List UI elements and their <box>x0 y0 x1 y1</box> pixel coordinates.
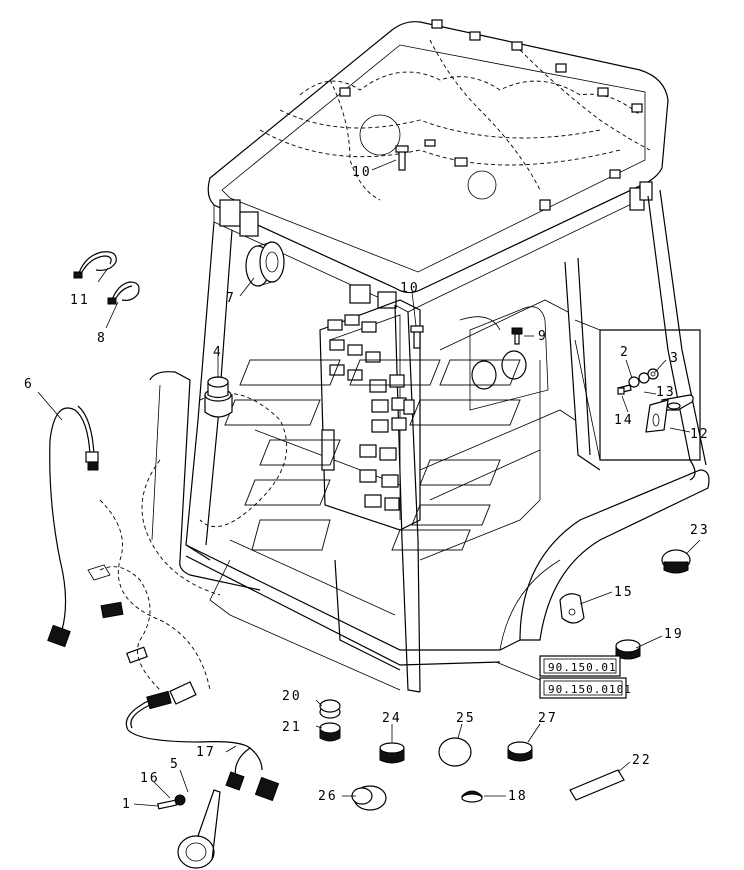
callout-10-mid: 10 <box>400 281 420 296</box>
part-15-clip <box>559 593 585 624</box>
callout-11: 11 <box>70 293 90 308</box>
part-10-screw-top <box>395 145 409 171</box>
callout-10-top: 10 <box>352 165 372 180</box>
callout-15: 15 <box>614 585 634 600</box>
callout-17: 17 <box>196 745 216 760</box>
detail-inset <box>574 319 701 461</box>
part-8-wire-loop <box>107 281 140 305</box>
callout-labels: 1 2 3 4 5 6 7 8 9 10 10 11 12 13 14 15 1… <box>24 165 710 812</box>
callout-4: 4 <box>213 345 223 360</box>
part-horn-assembly <box>157 789 221 869</box>
fuse-relay-panel <box>319 299 549 531</box>
callout-12: 12 <box>690 427 710 442</box>
callout-8: 8 <box>97 331 107 346</box>
callout-5: 5 <box>170 757 180 772</box>
cab-roof <box>207 19 669 313</box>
callout-13: 13 <box>656 385 676 400</box>
callout-1: 1 <box>122 797 132 812</box>
part-18-cap <box>460 790 484 803</box>
callout-14: 14 <box>614 413 634 428</box>
callout-25: 25 <box>456 711 476 726</box>
harness-connectors-left <box>87 564 197 705</box>
part-25-cap <box>438 737 472 767</box>
callout-26: 26 <box>318 789 338 804</box>
part-11-wire-loop <box>73 251 117 279</box>
reference-90-150-01: 90.150.01 <box>548 661 617 674</box>
part-9-screw <box>511 327 523 345</box>
part-17-cable <box>125 690 280 802</box>
callout-3: 3 <box>670 351 680 366</box>
part-7-grommet <box>245 241 285 287</box>
logo-watermark <box>224 359 521 551</box>
callout-24: 24 <box>382 711 402 726</box>
callout-7: 7 <box>226 291 236 306</box>
callout-22: 22 <box>632 753 652 768</box>
callout-6: 6 <box>24 377 34 392</box>
cab-frame <box>99 189 710 693</box>
part-20-grommet <box>319 699 341 719</box>
callout-23: 23 <box>690 523 710 538</box>
part-6-harness-cable <box>47 405 99 648</box>
part-22-strip <box>569 769 625 801</box>
reference-90-150-0101: 90.150.0101 <box>548 683 632 696</box>
callout-19: 19 <box>664 627 684 642</box>
part-27-grommet <box>507 741 533 762</box>
callout-16: 16 <box>140 771 160 786</box>
part-4-rubber-bumper <box>204 376 233 418</box>
part-10-screw-mid <box>410 325 424 349</box>
part-24-plug <box>379 742 405 764</box>
callout-2: 2 <box>620 345 630 360</box>
reference-boxes: 90.150.01 90.150.0101 <box>539 655 632 699</box>
part-23-cap <box>661 549 691 574</box>
callout-20: 20 <box>282 689 302 704</box>
callout-9: 9 <box>538 329 548 344</box>
callout-27: 27 <box>538 711 558 726</box>
callout-18: 18 <box>508 789 528 804</box>
leader-lines <box>37 159 701 807</box>
part-21-grommet <box>319 722 341 742</box>
callout-21: 21 <box>282 720 302 735</box>
part-26-plug <box>351 785 387 811</box>
